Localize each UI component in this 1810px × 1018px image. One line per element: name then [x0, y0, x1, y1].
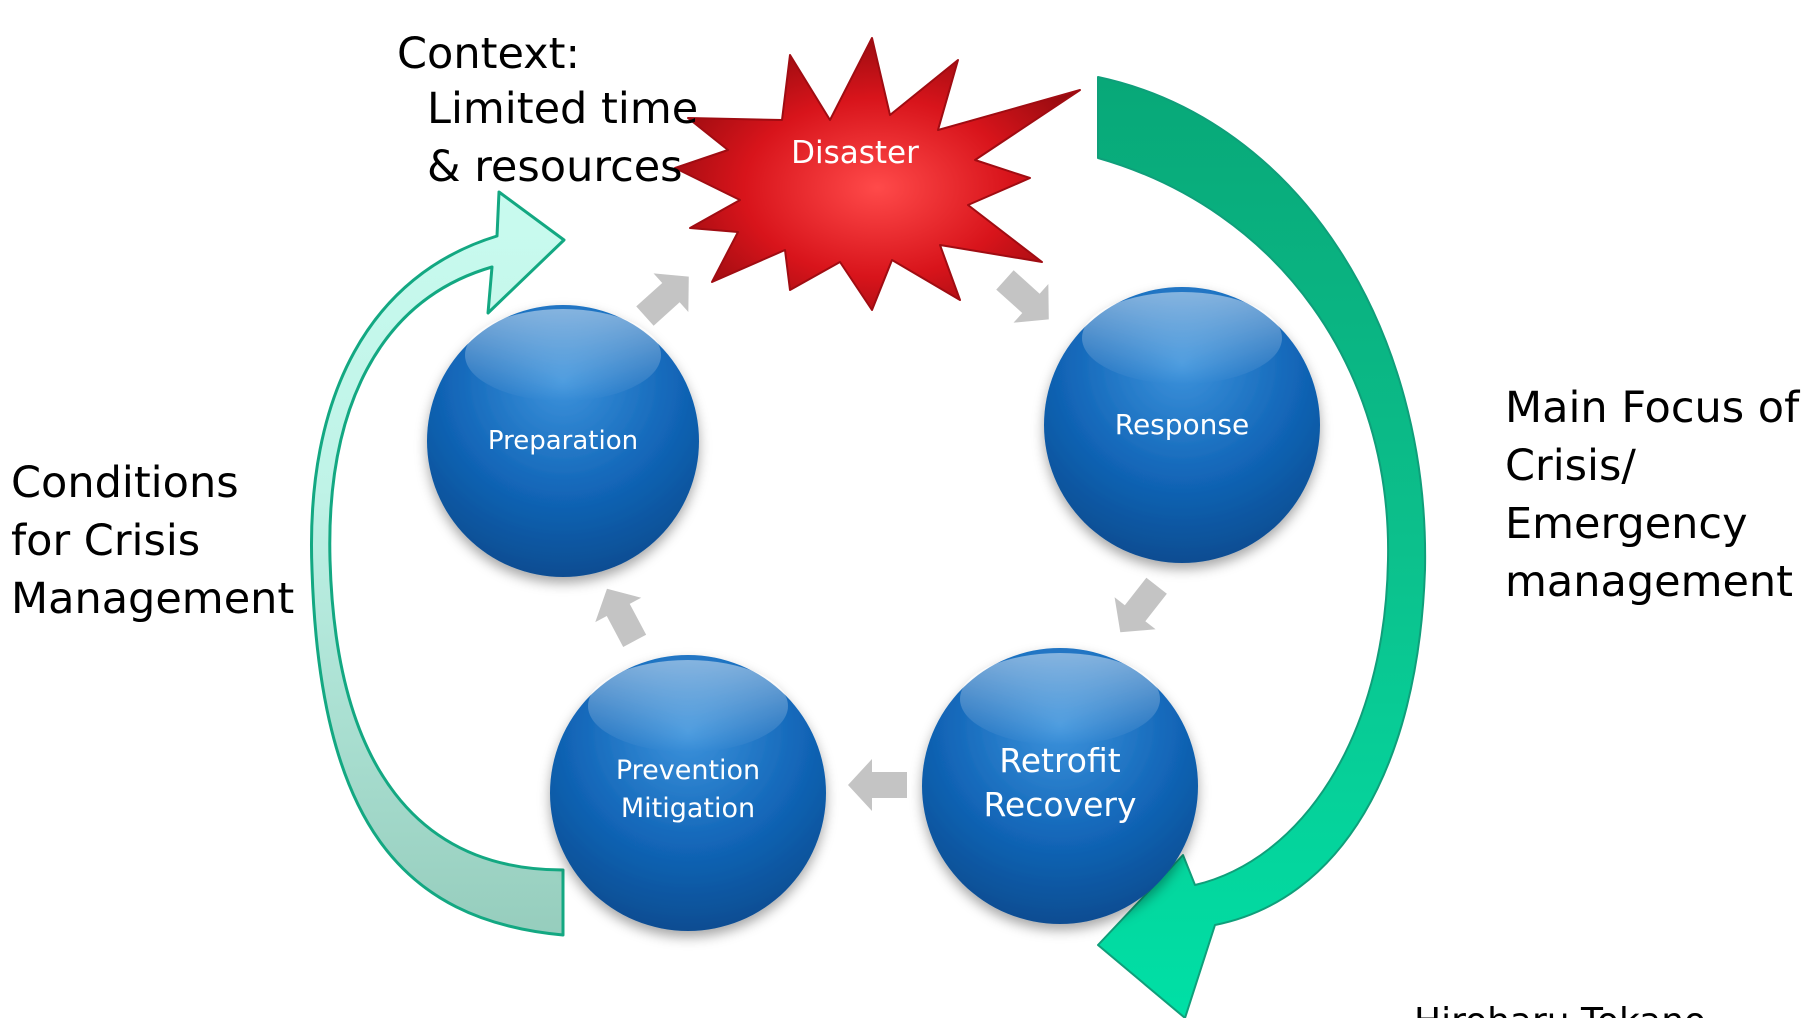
- cycle-arrow-recovery-to-prevention: [848, 759, 907, 811]
- context-heading: Context:: [397, 29, 580, 79]
- node-recovery: [922, 648, 1198, 924]
- cycle-arrow-response-to-recovery: [1114, 577, 1167, 633]
- node-prevention: [550, 655, 826, 931]
- preparation-label: Preparation: [487, 426, 639, 456]
- node-preparation: [427, 305, 699, 577]
- recovery-label: Retrofit Recovery: [983, 741, 1137, 824]
- node-response: [1044, 287, 1320, 563]
- context-detail: Limited time & resources: [427, 84, 699, 192]
- disaster-starburst-icon: [674, 37, 1081, 311]
- cycle-arrow-disaster-to-response: [996, 270, 1049, 323]
- right-focus-label: Main Focus of Crisis/ Emergency manageme…: [1505, 383, 1800, 607]
- right-curved-arrow-icon: [1097, 76, 1427, 1018]
- left-conditions-label: Conditions for Crisis Management: [11, 458, 295, 624]
- disaster-label: Disaster: [791, 135, 919, 171]
- cycle-arrows: [595, 270, 1167, 811]
- cycle-arrow-preparation-to-disaster: [636, 273, 689, 326]
- left-curved-arrow-icon: [309, 190, 566, 937]
- cycle-arrow-prevention-to-preparation: [595, 588, 647, 647]
- credit-label: Hiroharu Tokano: [1414, 1000, 1706, 1018]
- prevention-label: Prevention Mitigation: [615, 755, 761, 824]
- response-label: Response: [1114, 407, 1250, 441]
